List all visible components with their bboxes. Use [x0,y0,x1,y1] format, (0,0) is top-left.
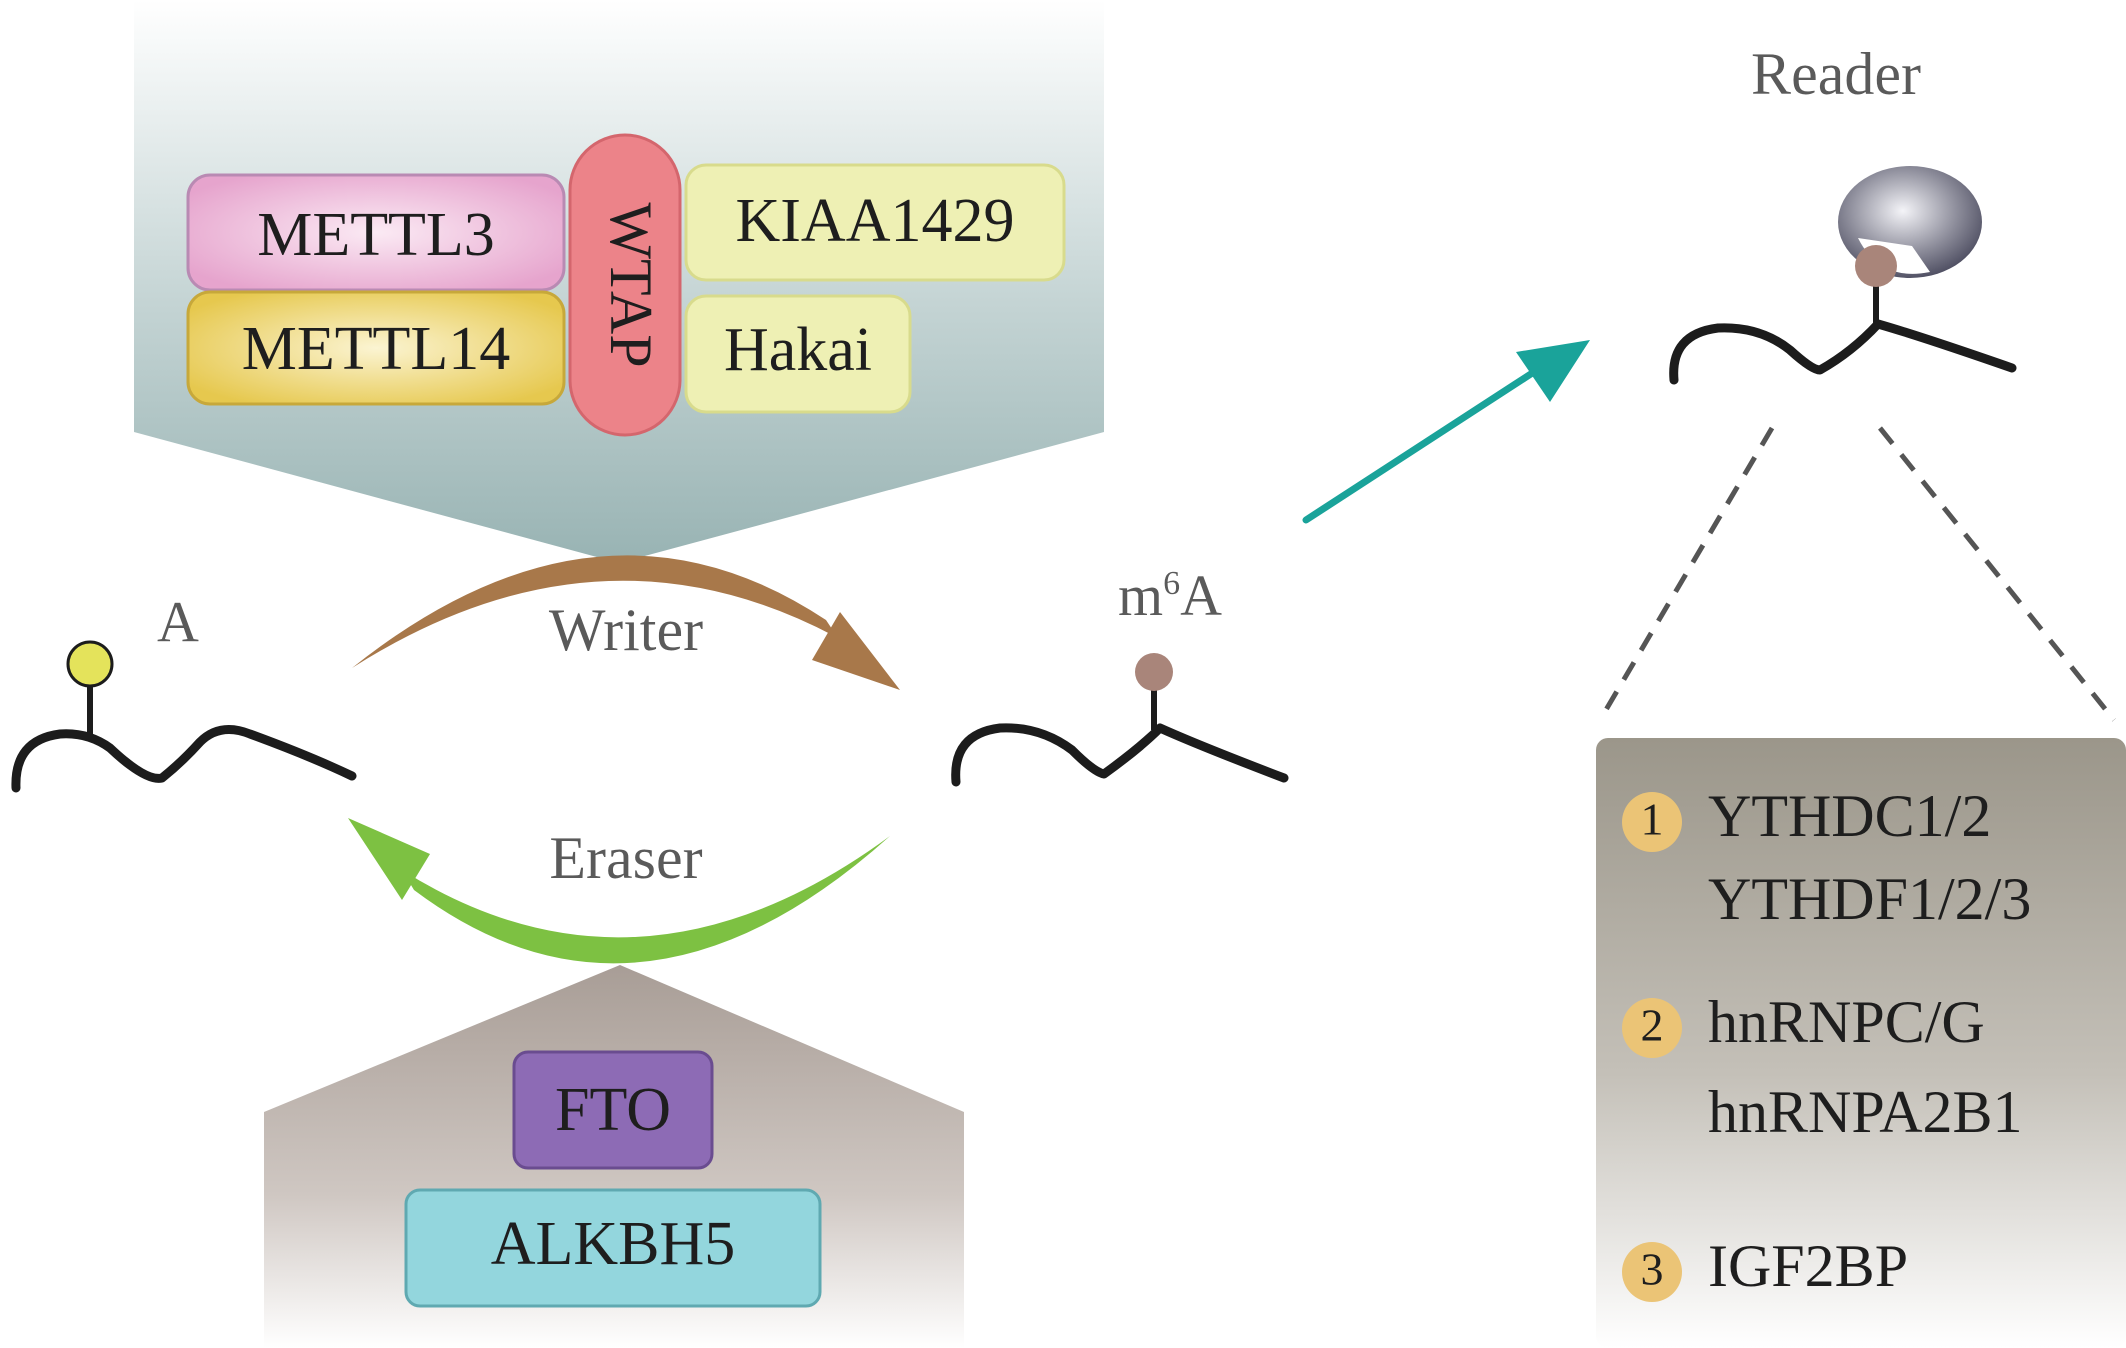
wtap-protein: WTAP [568,133,682,437]
writer-arrow [352,555,900,690]
writer-panel: METTL3 METTL14 WTAP KIAA1429 Hakai [134,0,1104,563]
badge-3-number: 3 [1641,1244,1664,1295]
mettl14-protein: METTL14 [186,290,566,406]
badge-2-number: 2 [1641,1000,1664,1051]
rna-m6a [951,653,1289,787]
a-base-dot [66,640,114,688]
m6a-label: m6A [1118,563,1222,628]
hakai-label: Hakai [724,316,872,384]
reader-title: Reader [1751,41,1921,107]
unmodified-a-label: A [157,589,199,654]
eraser-panel: FTO ALKBH5 [264,965,964,1348]
alkbh5-protein: ALKBH5 [404,1188,822,1308]
reader-panel: 1 YTHDC1/2 YTHDF1/2/3 2 hnRNPC/G hnRNPA2… [1596,738,2126,1348]
mettl3-label: METTL3 [257,201,495,269]
reader-protein-hnrnpa2b1: hnRNPA2B1 [1708,1079,2023,1145]
mettl3-protein: METTL3 [186,173,566,292]
rna-unmodified [11,640,357,793]
kiaa1429-label: KIAA1429 [736,187,1015,255]
badge-1 [1622,792,1682,852]
reader-zoom-lines [1597,426,2116,722]
eraser-arrow [348,818,890,964]
fto-label: FTO [555,1076,671,1144]
hakai-protein: Hakai [684,294,912,414]
m6a-base-dot-reader [1855,245,1897,287]
badge-2 [1622,998,1682,1058]
reader-protein-hnrnpcg: hnRNPC/G [1708,989,1985,1055]
reader-protein-ythdf: YTHDF1/2/3 [1708,866,2031,932]
writer-label: Writer [549,597,703,663]
eraser-label: Eraser [549,825,702,891]
reader-arrow [1302,340,1590,524]
reader-group-2: 2 hnRNPC/G hnRNPA2B1 [1622,989,2023,1145]
m6a-base-dot [1135,653,1173,691]
mettl14-label: METTL14 [242,315,511,383]
badge-1-number: 1 [1641,794,1664,845]
wtap-label: WTAP [598,202,664,367]
alkbh5-label: ALKBH5 [491,1210,736,1278]
reader-protein-ythdc: YTHDC1/2 [1708,783,1991,849]
badge-3 [1622,1242,1682,1302]
reader-group-3: 3 IGF2BP [1622,1233,1908,1302]
rna-reader-bound [1669,166,2017,385]
reader-group-1: 1 YTHDC1/2 YTHDF1/2/3 [1622,783,2031,932]
kiaa1429-protein: KIAA1429 [684,163,1066,282]
fto-protein: FTO [512,1050,714,1170]
reader-protein-igf2bp: IGF2BP [1708,1233,1908,1299]
